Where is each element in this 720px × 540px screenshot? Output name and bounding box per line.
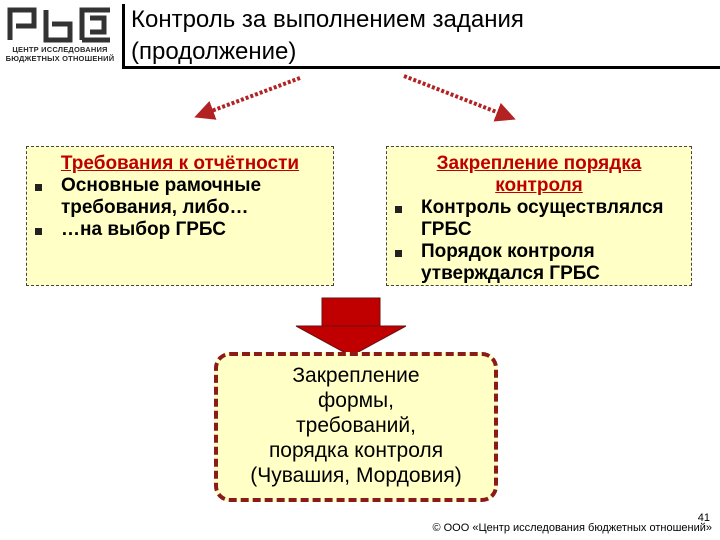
title-line-1: Контроль за выполнением задания [131, 6, 524, 33]
reporting-requirements-list: Основные рамочные требования, либо… …на … [27, 175, 333, 241]
logo-mark-icon [7, 7, 110, 43]
arrow-right [403, 74, 516, 122]
reporting-requirements-heading: Требования к отчётности [60, 153, 300, 174]
consolidation-line: (Чувашия, Мордовия) [250, 464, 462, 487]
control-procedure-list: Контроль осуществлялся ГРБС Порядок конт… [387, 197, 691, 285]
list-item: Основные рамочные требования, либо… [27, 175, 333, 219]
title-horizontal-rule [122, 66, 720, 69]
logo: ЦЕНТР ИССЛЕДОВАНИЯ БЮДЖЕТНЫХ ОТНОШЕНИЙ [2, 2, 118, 66]
page-title: Контроль за выполнением задания (продолж… [131, 4, 524, 68]
control-procedure-box: Закрепление порядка контроля Контроль ос… [386, 146, 692, 286]
copyright-footer: © ООО «Центр исследования бюджетных отно… [432, 522, 712, 534]
title-line-2: (продолжение) [131, 38, 297, 65]
down-block-arrow [295, 297, 407, 357]
title-vertical-rule [122, 4, 125, 68]
list-item: Контроль осуществлялся ГРБС [387, 197, 691, 241]
arrow-left [194, 76, 301, 120]
page-number: 41 [697, 512, 710, 524]
consolidation-line: Закрепление [292, 364, 420, 387]
consolidation-box: Закрепление формы, требований, порядка к… [214, 352, 498, 502]
reporting-requirements-box: Требования к отчётности Основные рамочны… [26, 146, 334, 286]
list-item: …на выбор ГРБС [27, 219, 333, 241]
logo-line-2: БЮДЖЕТНЫХ ОТНОШЕНИЙ [5, 54, 115, 63]
consolidation-line: требований, [296, 414, 416, 437]
control-procedure-heading: Закрепление порядка контроля [436, 153, 642, 196]
consolidation-line: формы, [317, 389, 394, 412]
consolidation-line: порядка контроля [268, 439, 444, 462]
logo-line-1: ЦЕНТР ИССЛЕДОВАНИЯ [12, 45, 108, 54]
list-item: Порядок контроля утверждался ГРБС [387, 241, 691, 285]
